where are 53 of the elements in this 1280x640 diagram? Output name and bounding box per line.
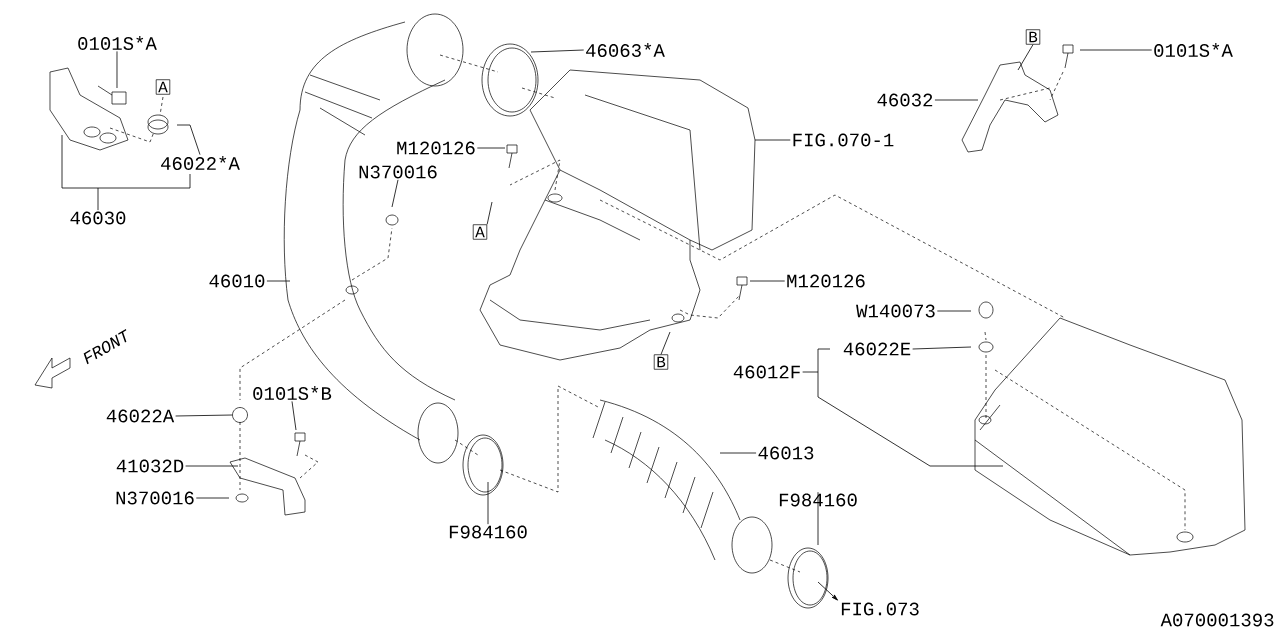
leader-line xyxy=(486,201,493,225)
part-number: N370016 xyxy=(116,491,194,505)
leader-line xyxy=(391,179,399,208)
reference-box: A xyxy=(155,79,171,95)
leader-line xyxy=(116,50,118,89)
leader-line xyxy=(1079,49,1153,51)
part-number: 46022E xyxy=(843,342,911,356)
leader-line xyxy=(530,49,585,53)
part-number: 46063*A xyxy=(586,43,665,57)
leader-line xyxy=(185,465,239,467)
leader-line xyxy=(1017,44,1034,71)
leader-line xyxy=(175,414,233,417)
leader-line xyxy=(719,452,757,454)
part-number: 46012F xyxy=(733,365,800,379)
leader-line xyxy=(912,346,972,350)
part-number: 46022A xyxy=(106,409,175,423)
leader-line xyxy=(817,491,819,546)
reference-box: B xyxy=(1025,29,1041,45)
leader-line xyxy=(817,581,838,601)
leader-line xyxy=(487,481,489,525)
leader-line xyxy=(476,147,506,149)
part-number: 0101S*B xyxy=(253,386,332,400)
part-number: F984160 xyxy=(449,525,527,539)
leader-line xyxy=(195,497,230,499)
leader-line xyxy=(660,331,671,355)
part-number: 0101S*A xyxy=(78,36,157,50)
part-number: N370016 xyxy=(359,165,437,179)
part-number: 41032D xyxy=(116,459,184,473)
leader-line xyxy=(61,134,191,211)
part-number: 46013 xyxy=(758,446,814,460)
leader-line xyxy=(936,310,972,312)
reference-box: A xyxy=(472,224,488,240)
part-number: F984160 xyxy=(779,493,857,507)
leader-line xyxy=(749,280,786,282)
part-number: M120126 xyxy=(787,274,865,288)
part-number: 46010 xyxy=(209,274,265,288)
part-number: 46030 xyxy=(70,211,126,225)
part-number: 0101S*A xyxy=(1154,43,1233,57)
reference-box: B xyxy=(653,354,669,370)
leader-line xyxy=(291,401,297,431)
part-number: FIG.073 xyxy=(841,602,919,616)
part-number: 46032 xyxy=(877,93,933,107)
part-number: FIG.070-1 xyxy=(793,133,894,147)
grommet-drawing xyxy=(232,407,248,423)
figure-code: A070001393 xyxy=(1160,613,1274,627)
leader-line xyxy=(934,99,979,101)
leader-line xyxy=(802,348,1004,467)
part-number: M120126 xyxy=(397,141,475,155)
part-number: 46022*A xyxy=(161,156,240,170)
leader-line xyxy=(176,124,201,156)
part-number: W140073 xyxy=(856,304,935,318)
leader-line xyxy=(754,139,791,141)
leader-line xyxy=(266,280,291,282)
